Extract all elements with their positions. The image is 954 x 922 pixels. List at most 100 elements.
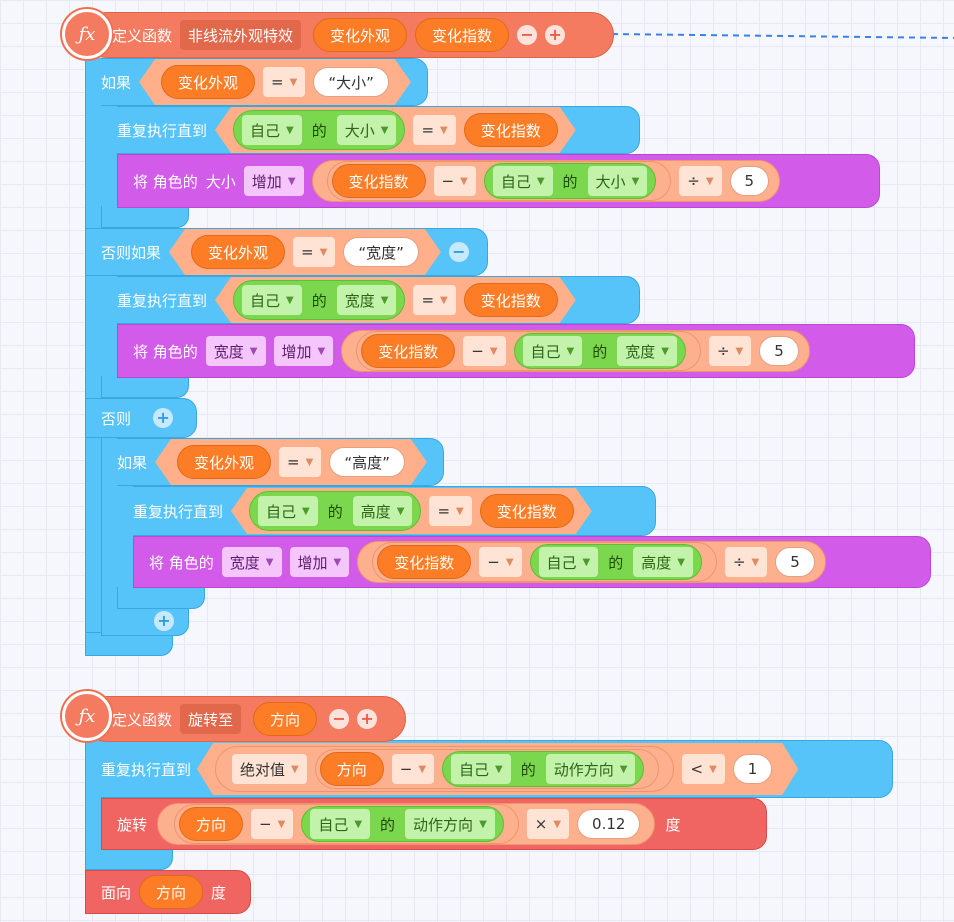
sensing-pill[interactable]: 自己▼ 的 动作方向▼ [442,751,644,787]
of-label: 的 [520,760,536,779]
object-dropdown[interactable]: 自己▼ [310,809,371,839]
property-dropdown[interactable]: 宽度▼ [617,336,677,366]
equals-condition[interactable]: 变化外观 =▼ “高度” [155,439,427,485]
property-dropdown[interactable]: 动作方向▼ [546,754,636,784]
operator-dropdown[interactable]: =▼ [279,447,321,477]
sensing-pill[interactable]: 自己▼ 的 高度▼ [529,544,702,580]
chevron-down-icon: ▼ [489,345,498,357]
operator-dropdown[interactable]: =▼ [263,67,305,97]
less-than-condition[interactable]: 绝对值▼ 方向 −▼ 自己▼ 的 动作方向▼ <▼ 1 [197,743,798,795]
param-pill[interactable]: 变化指数 [415,18,510,52]
property-dropdown[interactable]: 大小▼ [587,166,648,196]
property-dropdown[interactable]: 高度▼ [633,547,693,577]
variable-pill[interactable]: 方向 [139,875,204,909]
variable-pill[interactable]: 变化指数 [464,283,558,317]
object-dropdown[interactable]: 自己▼ [538,547,599,577]
add-branch-button[interactable]: + [153,408,174,428]
function-name-input[interactable]: 非线流外观特效 [180,20,302,50]
operator-dropdown[interactable]: ÷▼ [679,166,722,196]
object-dropdown[interactable]: 自己▼ [258,496,318,526]
division-expression[interactable]: 变化指数 −▼ 自己▼ 的 高度▼ ÷▼ 5 [357,541,826,583]
number-input[interactable]: 5 [775,547,815,577]
operator-dropdown[interactable]: −▼ [463,336,506,366]
variable-pill[interactable]: 变化指数 [377,545,472,579]
change-op-dropdown[interactable]: 增加▼ [289,547,350,577]
division-expression[interactable]: 变化指数 −▼ 自己▼ 的 宽度▼ ÷▼ 5 [341,330,810,372]
text-value-input[interactable]: “宽度” [343,237,419,267]
operator-dropdown[interactable]: ÷▼ [724,547,768,577]
number-input[interactable]: 5 [759,336,799,366]
text-value-input[interactable]: “大小” [313,67,389,97]
object-dropdown[interactable]: 自己▼ [522,336,583,366]
operator-dropdown[interactable]: =▼ [413,115,455,145]
multiply-expression[interactable]: 方向 −▼ 自己▼ 的 动作方向▼ ×▼ 0.12 [157,803,656,845]
operator-dropdown[interactable]: −▼ [433,166,476,196]
sensing-pill[interactable]: 自己▼ 的 大小▼ [233,110,405,150]
remove-branch-button[interactable]: − [448,242,469,262]
add-param-button[interactable]: + [357,709,378,729]
operator-dropdown[interactable]: =▼ [413,285,455,315]
subtraction-expression[interactable]: 方向 −▼ 自己▼ 的 动作方向▼ [315,749,660,789]
text-value-input[interactable]: “高度” [329,447,405,477]
operator-dropdown[interactable]: −▼ [251,809,294,839]
equals-condition[interactable]: 变化外观 =▼ “宽度” [169,229,441,275]
equals-condition[interactable]: 变化外观 =▼ “大小” [139,59,411,105]
property-dropdown[interactable]: 宽度▼ [205,336,266,366]
object-dropdown[interactable]: 自己▼ [242,115,302,145]
variable-pill[interactable]: 方向 [179,807,244,841]
sensing-pill[interactable]: 自己▼ 的 宽度▼ [233,280,405,320]
object-dropdown[interactable]: 自己▼ [451,754,511,784]
operator-dropdown[interactable]: ×▼ [526,809,570,839]
subtraction-expression[interactable]: 变化指数 −▼ 自己▼ 的 高度▼ [372,542,717,582]
operator-dropdown[interactable]: −▼ [479,547,522,577]
property-dropdown[interactable]: 宽度▼ [221,547,282,577]
sensing-pill[interactable]: 自己▼ 的 大小▼ [483,163,657,199]
number-input[interactable]: 0.12 [577,809,641,839]
add-branch-button[interactable]: + [154,611,174,631]
operator-dropdown[interactable]: =▼ [429,496,471,526]
change-op-dropdown[interactable]: 增加▼ [273,336,334,366]
variable-pill[interactable]: 变化指数 [331,164,426,198]
number-input[interactable]: 5 [729,166,770,196]
object-dropdown[interactable]: 自己▼ [492,166,553,196]
remove-param-button[interactable]: − [517,25,538,45]
variable-pill[interactable]: 变化外观 [191,235,285,269]
object-dropdown[interactable]: 自己▼ [242,285,302,315]
sensing-pill[interactable]: 自己▼ 的 宽度▼ [513,333,686,369]
subtraction-expression[interactable]: 方向 −▼ 自己▼ 的 动作方向▼ [174,804,519,844]
property-dropdown[interactable]: 动作方向▼ [405,809,495,839]
param-pill[interactable]: 方向 [253,702,318,736]
operator-dropdown[interactable]: <▼ [682,754,724,784]
function-name-input[interactable]: 旋转至 [180,704,242,734]
variable-pill[interactable]: 变化指数 [464,113,558,147]
sensing-pill[interactable]: 自己▼ 的 高度▼ [249,491,421,531]
property-dropdown[interactable]: 大小▼ [337,115,397,145]
operator-dropdown[interactable]: ÷▼ [708,336,752,366]
property-dropdown[interactable]: 宽度▼ [337,285,397,315]
variable-pill[interactable]: 方向 [320,752,384,786]
abs-function[interactable]: 绝对值▼ 方向 −▼ 自己▼ 的 动作方向▼ [215,746,674,792]
equals-condition[interactable]: 自己▼ 的 宽度▼ =▼ 变化指数 [215,277,576,323]
sensing-pill[interactable]: 自己▼ 的 动作方向▼ [301,806,504,842]
property-dropdown[interactable]: 高度▼ [353,496,413,526]
operator-dropdown[interactable]: −▼ [392,754,434,784]
division-expression[interactable]: 变化指数 −▼ 自己▼ 的 大小▼ ÷▼ 5 [311,160,781,202]
param-pill[interactable]: 变化外观 [313,18,408,52]
add-param-button[interactable]: + [545,25,566,45]
define-function-block-2[interactable] [84,696,406,742]
variable-pill[interactable]: 变化外观 [161,65,255,99]
subtraction-expression[interactable]: 变化指数 −▼ 自己▼ 的 宽度▼ [356,331,701,371]
math-function-dropdown[interactable]: 绝对值▼ [232,754,307,784]
variable-pill[interactable]: 变化外观 [177,445,271,479]
else-header[interactable] [85,398,197,438]
operator-dropdown[interactable]: =▼ [293,237,335,267]
variable-pill[interactable]: 变化指数 [480,494,574,528]
variable-pill[interactable]: 变化指数 [361,334,456,368]
change-op-dropdown[interactable]: 增加▼ [243,166,304,196]
subtraction-expression[interactable]: 变化指数 −▼ 自己▼ 的 大小▼ [326,161,672,201]
chevron-down-icon: ▼ [751,556,760,568]
remove-param-button[interactable]: − [329,709,350,729]
number-input[interactable]: 1 [733,754,773,784]
equals-condition[interactable]: 自己▼ 的 大小▼ =▼ 变化指数 [215,107,576,153]
equals-condition[interactable]: 自己▼ 的 高度▼ =▼ 变化指数 [231,488,592,534]
